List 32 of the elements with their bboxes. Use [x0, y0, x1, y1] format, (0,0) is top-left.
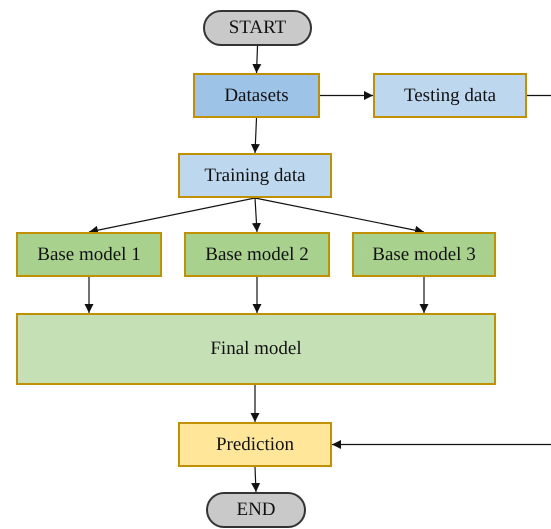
node-label: Base model 1 — [37, 244, 141, 266]
node-label: END — [236, 499, 276, 521]
arrow — [84, 277, 94, 313]
process-box — [193, 73, 320, 118]
node-label: START — [228, 17, 286, 39]
terminal-pill — [203, 10, 312, 46]
arrow — [254, 197, 424, 235]
process-box — [178, 153, 332, 198]
node-label: Base model 3 — [372, 244, 476, 266]
arrow — [252, 198, 261, 232]
process-box — [184, 232, 330, 277]
process-box — [373, 73, 527, 118]
arrow — [332, 94, 551, 449]
arrow — [88, 197, 256, 235]
process-box — [178, 422, 332, 467]
arrow — [320, 91, 373, 100]
arrow — [252, 277, 262, 313]
node-label: Base model 2 — [205, 244, 309, 266]
process-box — [16, 313, 496, 385]
arrow — [250, 118, 260, 154]
node-label: Testing data — [404, 84, 496, 106]
node-label: Final model — [210, 338, 302, 360]
node-label: Prediction — [216, 434, 294, 456]
arrow — [250, 385, 260, 422]
process-box — [16, 232, 162, 277]
arrow — [420, 277, 428, 313]
arrow — [252, 46, 262, 74]
node-label: Training data — [204, 164, 306, 186]
node-label: Datasets — [224, 84, 289, 106]
terminal-pill — [206, 492, 306, 528]
process-box — [352, 232, 496, 277]
arrow — [251, 466, 260, 492]
